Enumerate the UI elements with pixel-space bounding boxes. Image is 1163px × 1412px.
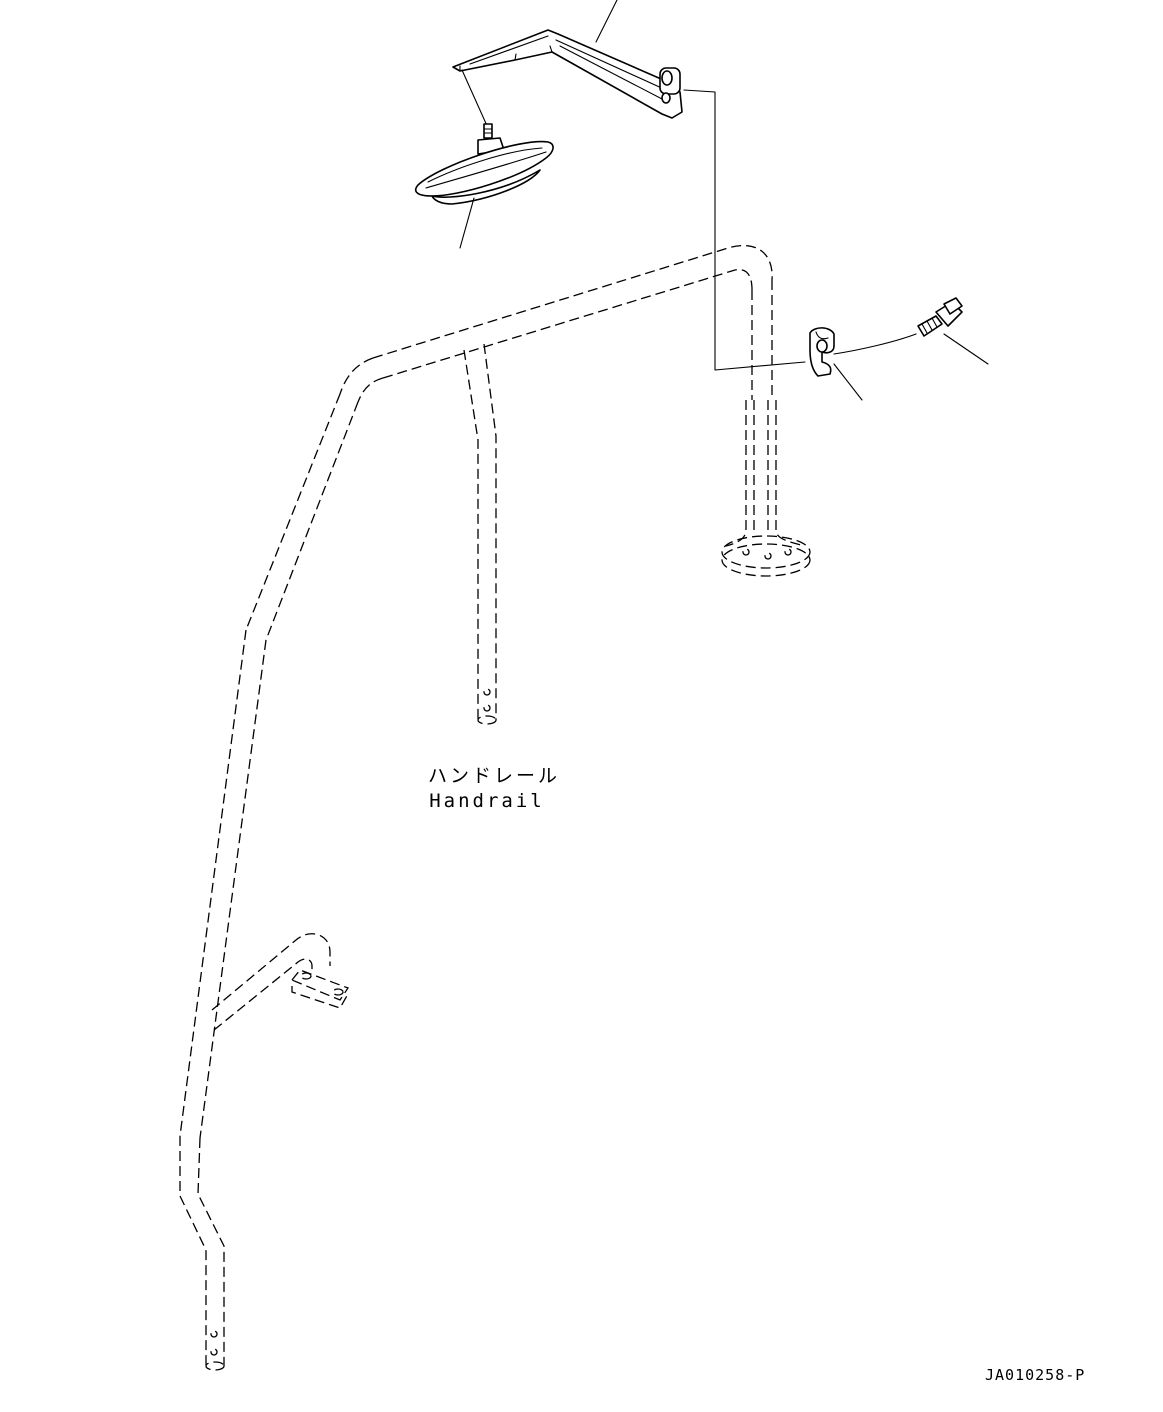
bolt-icon [917,297,963,337]
leader-line-mirror [459,197,475,249]
clamp-icon [809,327,835,377]
mirror-bracket-icon [452,29,683,119]
handrail-label-japanese: ハンドレール [428,765,561,787]
handrail-label-english: Handrail [429,790,545,812]
leader-line-bolt [943,333,989,365]
mirror-icon [414,123,554,205]
drawing-code: JA010258-P [985,1366,1086,1384]
handrail-icon [179,244,811,1371]
leader-line-clamp [833,363,863,401]
leader-line-bracket [595,0,618,43]
